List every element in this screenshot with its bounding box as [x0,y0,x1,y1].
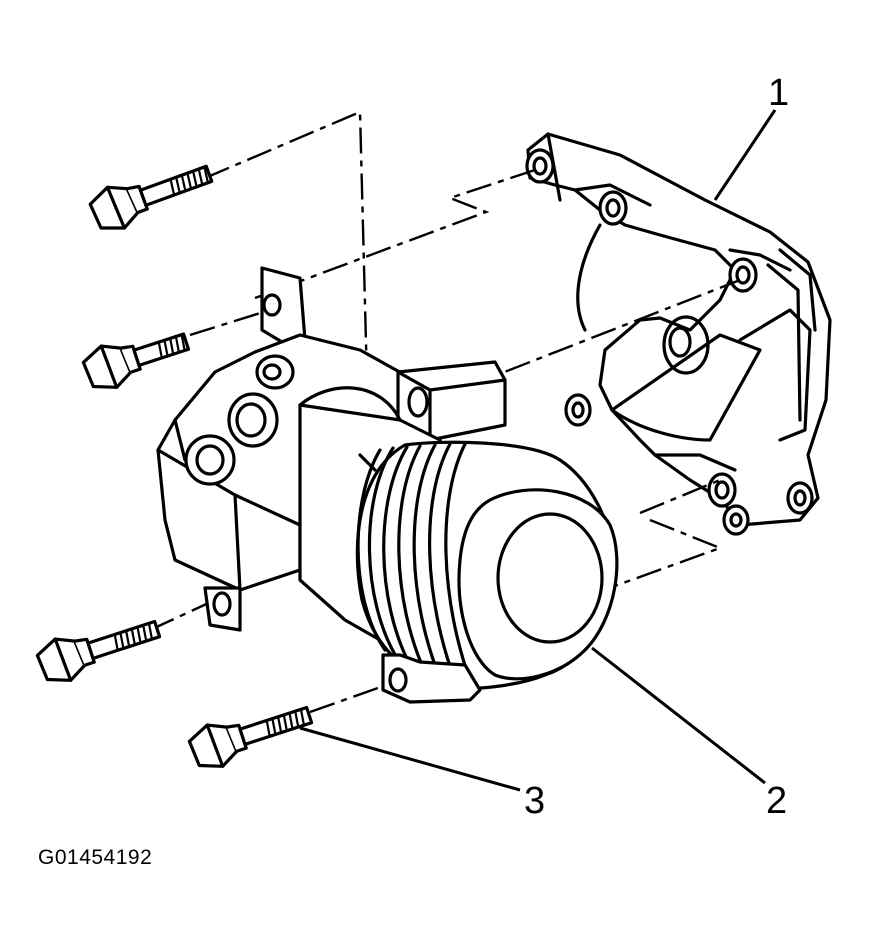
leader-lines [299,109,777,792]
figure-id-label: G01454192 [38,846,153,869]
leader-line-1 [713,109,777,201]
bolt-upper-2 [81,332,191,389]
leader-line-3 [299,726,521,792]
bolt-lower-2 [187,705,314,768]
bolt-lower-1 [35,619,162,682]
compressor [156,266,619,704]
mounting-bracket [525,132,832,536]
bolt-upper-1 [88,164,214,230]
callout-1: 1 [768,72,790,114]
callout-3: 3 [524,780,546,822]
leader-line-2 [591,646,766,785]
callout-2: 2 [766,780,788,822]
